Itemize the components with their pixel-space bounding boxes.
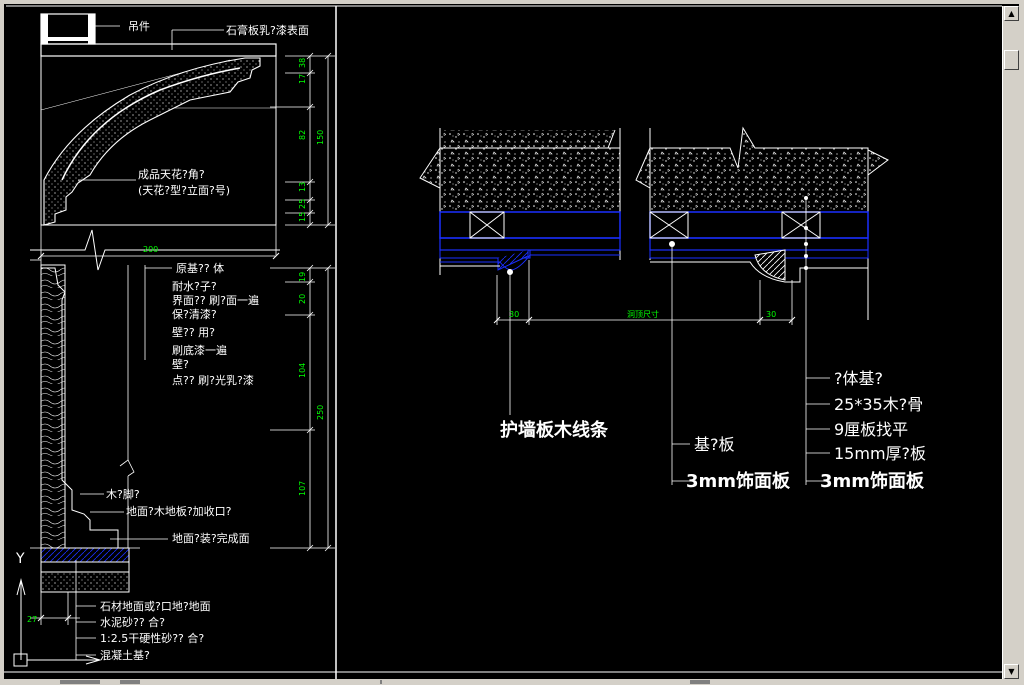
layer-1: 耐水?子?: [172, 280, 217, 293]
layer-7: 点?? 刷?光乳?漆: [172, 373, 254, 387]
dim-15: 15: [298, 212, 307, 222]
dim-19: 19: [298, 272, 307, 282]
cornice-dimension-chain: [270, 52, 335, 229]
right-label-2: 9厘板找平: [834, 420, 908, 439]
right-label-3: 15mm厚?板: [834, 444, 926, 463]
wall-dimension-chain: [270, 264, 335, 552]
hanger-label: 吊件: [128, 20, 150, 33]
window-frame-left: [0, 0, 4, 685]
gypsum-label: 石膏板乳?漆表面: [226, 23, 309, 37]
horizontal-scrollbar[interactable]: [0, 679, 1024, 685]
arrow-up-icon: ▲: [1008, 9, 1015, 18]
mid-label-0: 基?板: [694, 435, 735, 454]
ucs-axis-icon: [13, 578, 102, 667]
floor-layer-3: 混凝土基?: [100, 648, 150, 662]
right-label-0: ?体基?: [834, 369, 883, 388]
dim-107: 107: [298, 481, 307, 496]
dim-27: 27: [27, 615, 37, 624]
layer-3: 保?清漆?: [172, 307, 217, 321]
layer-5: 刷底漆一遍: [172, 343, 227, 357]
dim-25: 25: [298, 199, 307, 209]
dim-150: 150: [316, 130, 325, 145]
right-label-1: 25*35木?骨: [834, 395, 923, 414]
vertical-scrollbar[interactable]: ▲ ▼: [1002, 6, 1020, 679]
floor-layer-0: 石材地面或?口地?地面: [100, 599, 211, 613]
dim-250: 250: [316, 405, 325, 420]
floor-layer-1: 水泥砂?? 合?: [100, 615, 165, 629]
scroll-tick: [380, 680, 382, 684]
scroll-tab[interactable]: [120, 680, 140, 684]
dim-38: 38: [298, 58, 307, 68]
floor-layer-2: 1:2.5干硬性砂?? 合?: [100, 631, 204, 645]
dim-30-right: 30: [766, 310, 776, 319]
panel-title: 护墙板木线条: [500, 419, 609, 441]
finish-label: 地面?装?完成面: [172, 531, 250, 545]
scroll-up-button[interactable]: ▲: [1004, 6, 1019, 21]
scroll-thumb[interactable]: [1004, 50, 1019, 70]
dim-200: 200: [143, 245, 158, 254]
cornice-label-1: 成品天花?角?: [138, 168, 205, 181]
wall-panel-section: [419, 126, 889, 485]
scroll-tab[interactable]: [60, 680, 100, 684]
dim-17: 17: [298, 74, 307, 84]
ceiling-cornice-detail: [30, 13, 280, 271]
dim-104: 104: [298, 363, 307, 378]
scroll-down-button[interactable]: ▼: [1004, 664, 1019, 679]
scroll-tab[interactable]: [690, 680, 710, 684]
floor-label: 地面?木地板?加收口?: [126, 504, 232, 518]
ucs-y-label: Y: [15, 551, 25, 567]
skirting-label: 木?脚?: [106, 487, 140, 501]
window-frame-right: [1019, 0, 1024, 685]
wall-skirting-detail: [30, 259, 172, 660]
dim-mid: 洞顶尺寸: [627, 309, 659, 319]
window-frame-top: [0, 0, 1024, 4]
layer-4: 壁?? 用?: [172, 325, 215, 339]
dim-13: 13: [298, 182, 307, 192]
arrow-down-icon: ▼: [1008, 667, 1015, 676]
layer-2: 界面?? 刷?面一遍: [172, 294, 259, 307]
dim-82: 82: [298, 130, 307, 140]
dim-30-left: 30: [509, 310, 519, 319]
layer-6: 壁?: [172, 357, 189, 371]
right-label-4: 3mm饰面板: [820, 470, 925, 492]
cornice-label-2: (天花?型?立面?号): [138, 183, 230, 197]
dim-20: 20: [298, 294, 307, 304]
mid-label-1: 3mm饰面板: [686, 470, 791, 492]
layer-0: 原基?? 体: [176, 261, 224, 275]
